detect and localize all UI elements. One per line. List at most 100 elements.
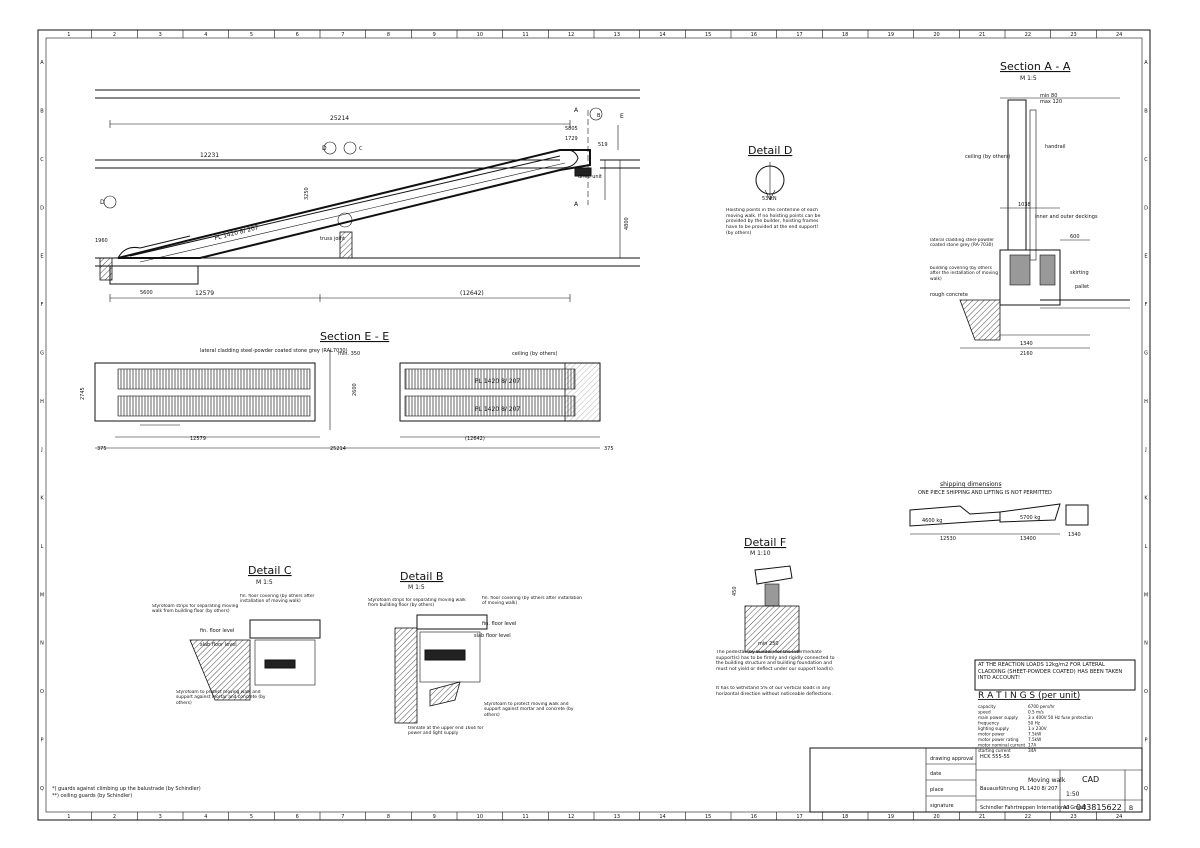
grid-row-label: P xyxy=(40,737,43,743)
grid-column-label: 6 xyxy=(296,32,299,38)
detail-c-scale: M 1:5 xyxy=(256,579,273,586)
grid-column-label: 18 xyxy=(842,814,848,820)
detail-b-label-5: trenlate at the upper end 16x4 for power… xyxy=(408,726,484,737)
grid-row-label: G xyxy=(1144,350,1148,356)
grid-row-label: O xyxy=(40,689,44,695)
section-a-a-title: Section A - A xyxy=(1000,60,1071,73)
title-block-rev: B xyxy=(1129,805,1133,812)
grid-column-label: 10 xyxy=(477,814,483,820)
grid-row-label: L xyxy=(41,544,44,550)
dim-pit-length: 5600 xyxy=(140,290,153,296)
section-a-a-dim-1: max 120 xyxy=(1040,99,1062,105)
title-block-project: HCK 555-55 xyxy=(980,754,1010,760)
section-e-e: Section E - E lateral cladding steel-pow… xyxy=(80,330,614,452)
grid-column-label: 24 xyxy=(1116,814,1122,820)
grid-column-label: 18 xyxy=(842,32,848,38)
section-e-e-dim-end: 375 xyxy=(604,446,614,452)
section-mark-a-bottom: A xyxy=(574,201,579,208)
detail-d: Detail D 53 kN Hoisting points in the ce… xyxy=(726,144,820,236)
grid-row-label: D xyxy=(40,205,44,211)
ratings-row-label: motor power xyxy=(978,732,1005,737)
section-a-a-dim-3: 600 xyxy=(1070,234,1080,240)
grid-column-label: 22 xyxy=(1025,814,1031,820)
shipping-length-1: 12530 xyxy=(940,536,956,542)
grid-column-label: 12 xyxy=(568,814,574,820)
detail-f-note-2: It has to withstand 5% of our vertical l… xyxy=(716,686,833,697)
dim-pit: 1960 xyxy=(95,238,108,244)
grid-column-label: 16 xyxy=(751,32,757,38)
title-block-signature: signature xyxy=(930,803,954,809)
section-e-e-ceiling-label: ceiling (by others) xyxy=(512,351,558,357)
grid-column-label: 4 xyxy=(204,814,207,820)
section-a-a-scale: M 1:5 xyxy=(1020,75,1037,82)
guards-note-1: *) guards against climbing up the balust… xyxy=(52,786,201,792)
grid-row-label: K xyxy=(1144,496,1148,502)
section-a-a-dim-2: 1038 xyxy=(1018,202,1031,208)
title-block: drawing approval date place signature HC… xyxy=(809,747,1143,813)
grid-row-label: O xyxy=(1144,689,1148,695)
detail-b-scale: M 1:5 xyxy=(408,584,425,591)
grid-column-label: 8 xyxy=(387,814,390,820)
section-e-e-truss-label: PL 1420 8/ 207 xyxy=(475,378,520,385)
grid-column-label: 2 xyxy=(113,32,116,38)
grid-row-label: K xyxy=(40,496,44,502)
grid-column-label: 7 xyxy=(341,32,344,38)
detail-mark-d-mid: D xyxy=(322,145,327,152)
grid-row-label: N xyxy=(40,641,44,647)
grid-column-label: 14 xyxy=(659,814,665,820)
grid-column-label: 5 xyxy=(250,32,253,38)
grid-row-label: A xyxy=(40,60,44,66)
ratings-row-value: 3 x 400V 50 Hz fuse protection xyxy=(1028,715,1093,720)
grid-column-label: 11 xyxy=(522,814,528,820)
detail-mark-d-left: D xyxy=(100,199,105,206)
title-block-company: Schindler Fahrtreppen International GmbH xyxy=(980,805,1086,811)
section-e-e-dim-height: 2745 xyxy=(80,387,86,400)
grid-row-label: E xyxy=(1144,254,1147,260)
grid-column-label: 3 xyxy=(159,32,162,38)
drive-unit-label: drive unit xyxy=(578,174,602,180)
grid-column-label: 16 xyxy=(751,814,757,820)
ratings-row-label: motor power rating xyxy=(978,737,1019,742)
section-e-e-dim-right: (12642) xyxy=(465,436,485,442)
grid-row-label: L xyxy=(1145,544,1148,550)
grid-row-label: N xyxy=(1144,641,1148,647)
reaction-note: AT THE REACTION LOADS 12kg/m2 FOR LATERA… xyxy=(974,659,1136,691)
ratings-row-value: 7.5kW xyxy=(1028,737,1041,742)
ratings-row-value: 1 x 230V xyxy=(1028,726,1047,731)
section-e-e-cladding-label: lateral cladding steel-powder coated sto… xyxy=(200,348,348,354)
grid-column-label: 7 xyxy=(341,814,344,820)
detail-f-dim-height: 450 xyxy=(732,586,738,596)
grid-column-label: 20 xyxy=(933,32,939,38)
title-block-title: Moving walk xyxy=(1028,777,1066,784)
shipping-note: ONE PIECE SHIPPING AND LIFTING IS NOT PE… xyxy=(918,490,1052,496)
grid-row-label: G xyxy=(40,350,44,356)
grid-column-label: 24 xyxy=(1116,32,1122,38)
shipping-title: shipping dimensions xyxy=(940,481,1002,488)
ratings-row-label: frequency xyxy=(978,721,1000,726)
elevation-view: PL 1420 8/ 207 25214 12231 12579 (12642)… xyxy=(95,89,640,302)
title-block-format: A3 xyxy=(1063,805,1070,811)
section-mark-e: E xyxy=(620,113,624,120)
detail-c-label-3: slab floor level xyxy=(200,642,237,648)
grid-row-label: Q xyxy=(40,786,44,792)
guards-note: *) guards against climbing up the balust… xyxy=(52,786,201,799)
section-e-e-truss-label-2: PL 1420 8/ 207 xyxy=(475,406,520,413)
detail-c-title: Detail C xyxy=(248,564,292,577)
detail-b-title: Detail B xyxy=(400,570,443,583)
section-a-a-dim-0: min 80 xyxy=(1040,93,1057,99)
title-block-approval: drawing approval xyxy=(930,756,974,762)
ratings-row-label: speed xyxy=(978,710,991,715)
detail-f-dim: min 250 xyxy=(758,641,779,647)
grid-column-label: 9 xyxy=(433,32,436,38)
detail-b-label-2: fin. floor level xyxy=(482,621,516,627)
detail-c-label-1: fin. floor covering (by others after ins… xyxy=(240,594,315,605)
grid-column-label: 13 xyxy=(614,814,620,820)
grid-column-label: 6 xyxy=(296,814,299,820)
grid-column-label: 19 xyxy=(888,32,894,38)
grid-column-label: 15 xyxy=(705,814,711,820)
dim-right-2: 1729 xyxy=(565,136,578,142)
grid-column-label: 1 xyxy=(67,814,70,820)
grid-column-label: 5 xyxy=(250,814,253,820)
